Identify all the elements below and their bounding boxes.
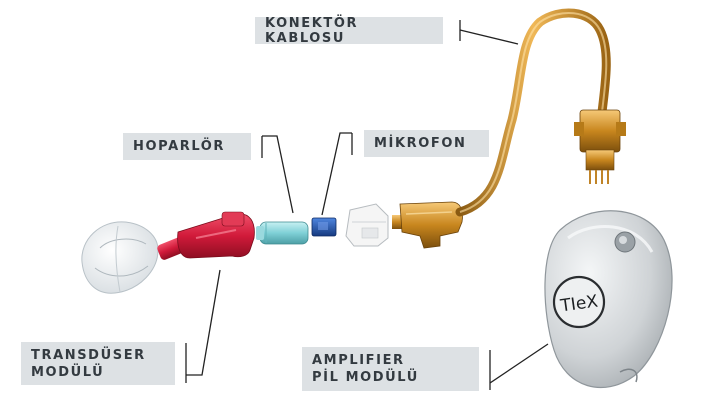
- label-transduser-modulu: TRANSDÜSER MODÜLÜ: [21, 342, 175, 385]
- cable-plug-top: [574, 109, 626, 184]
- speaker-module: [256, 221, 309, 245]
- label-hoparlor: HOPARLÖR: [123, 133, 251, 160]
- transducer-module: [157, 211, 255, 260]
- leader-mikrofon: [321, 132, 353, 216]
- label-mikrofon: MİKROFON: [364, 130, 489, 157]
- connector-housing: [345, 203, 389, 247]
- earpiece-dome: [81, 221, 159, 294]
- label-amplifier-line2: PİL MODÜLÜ: [312, 370, 419, 385]
- amplifier-battery-module: TIeX: [544, 210, 673, 389]
- leader-hoparlor: [261, 135, 294, 214]
- label-transduser-line1: TRANSDÜSER: [31, 347, 146, 363]
- label-amplifier-pil-modulu: AMPLIFIER PİL MODÜLÜ: [302, 347, 479, 391]
- leader-transduser: [185, 269, 221, 383]
- label-mikrofon-text: MİKROFON: [374, 136, 467, 151]
- microphone-module: [311, 217, 337, 237]
- leader-amplifier: [489, 343, 549, 390]
- label-amplifier-line1: AMPLIFIER: [312, 353, 405, 368]
- label-konektor-text: KONEKTÖR KABLOSU: [265, 15, 359, 46]
- cable-plug-front: [392, 201, 463, 249]
- label-transduser-line2: MODÜLÜ: [31, 364, 105, 380]
- leader-konektor: [459, 20, 519, 45]
- label-hoparlor-text: HOPARLÖR: [133, 139, 226, 154]
- label-konektor-kablosu: KONEKTÖR KABLOSU: [255, 15, 443, 46]
